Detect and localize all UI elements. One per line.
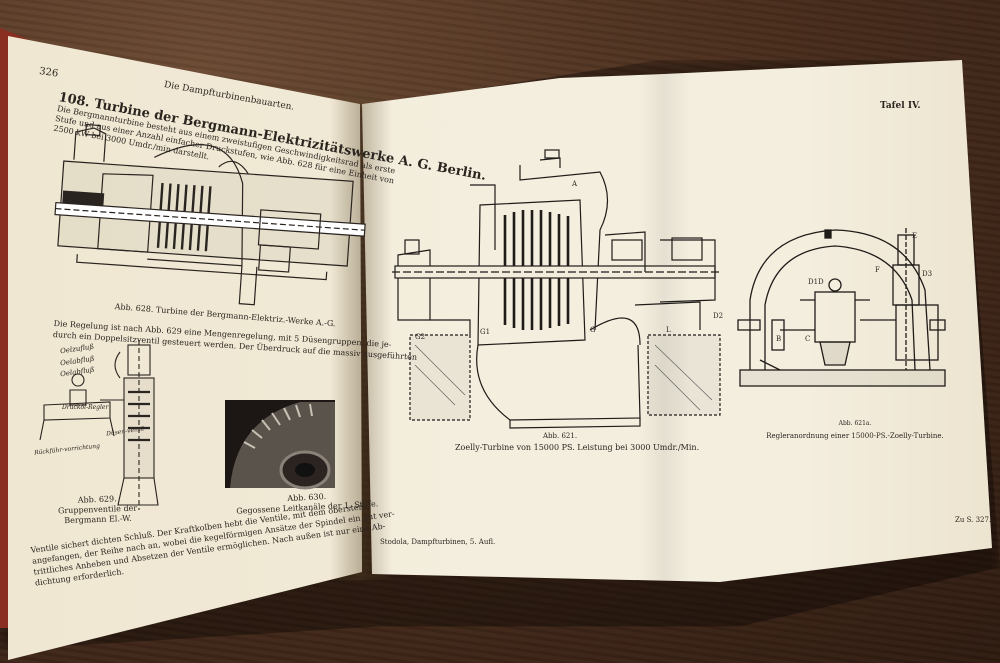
drawing-letter: L <box>666 326 671 334</box>
drawing-letter: G2 <box>415 333 426 341</box>
fig621a-caption: Abb. 621a. Regleranordnung einer 15000-P… <box>765 418 945 442</box>
fig628-turbine-drawing <box>54 123 366 306</box>
drawing-letter: D1 <box>808 278 819 286</box>
drawing-letter: A <box>572 180 578 188</box>
fig621a-regulator-drawing <box>737 228 946 387</box>
fig621a-caption-text: Regleranordnung einer 15000-PS.-Zoelly-T… <box>766 432 944 440</box>
fig630-photo <box>225 400 335 490</box>
drawing-letter: G <box>590 326 596 334</box>
drawing-letter: D <box>818 278 824 286</box>
drawing-letter: C <box>805 335 811 343</box>
fig629-label: Drucköl-Regler <box>62 404 109 411</box>
fig621a-caption-number: Abb. 621a. <box>838 420 872 427</box>
fig621-caption-number: Abb. 621. <box>543 432 578 440</box>
fig621-caption-text: Zoelly-Turbine von 15000 PS. Leistung be… <box>455 443 700 452</box>
drawing-letter: G1 <box>480 328 491 336</box>
plate-label: Tafel IV. <box>880 101 921 111</box>
drawing-letter: D2 <box>713 312 724 320</box>
drawing-letter: B <box>776 335 782 343</box>
drawing-letter: E <box>912 232 918 240</box>
drawing-letter: D3 <box>922 270 933 278</box>
drawing-letter: F <box>875 266 880 274</box>
fig621-zoelly-turbine-drawing <box>392 149 721 429</box>
footer-page-ref: Zu S. 327. <box>955 516 992 524</box>
fig629-valve-drawing <box>39 340 159 510</box>
footer-source: Stodola, Dampfturbinen, 5. Aufl. <box>380 538 496 546</box>
fig621-caption: Abb. 621. Zoelly-Turbine von 15000 PS. L… <box>455 430 700 454</box>
